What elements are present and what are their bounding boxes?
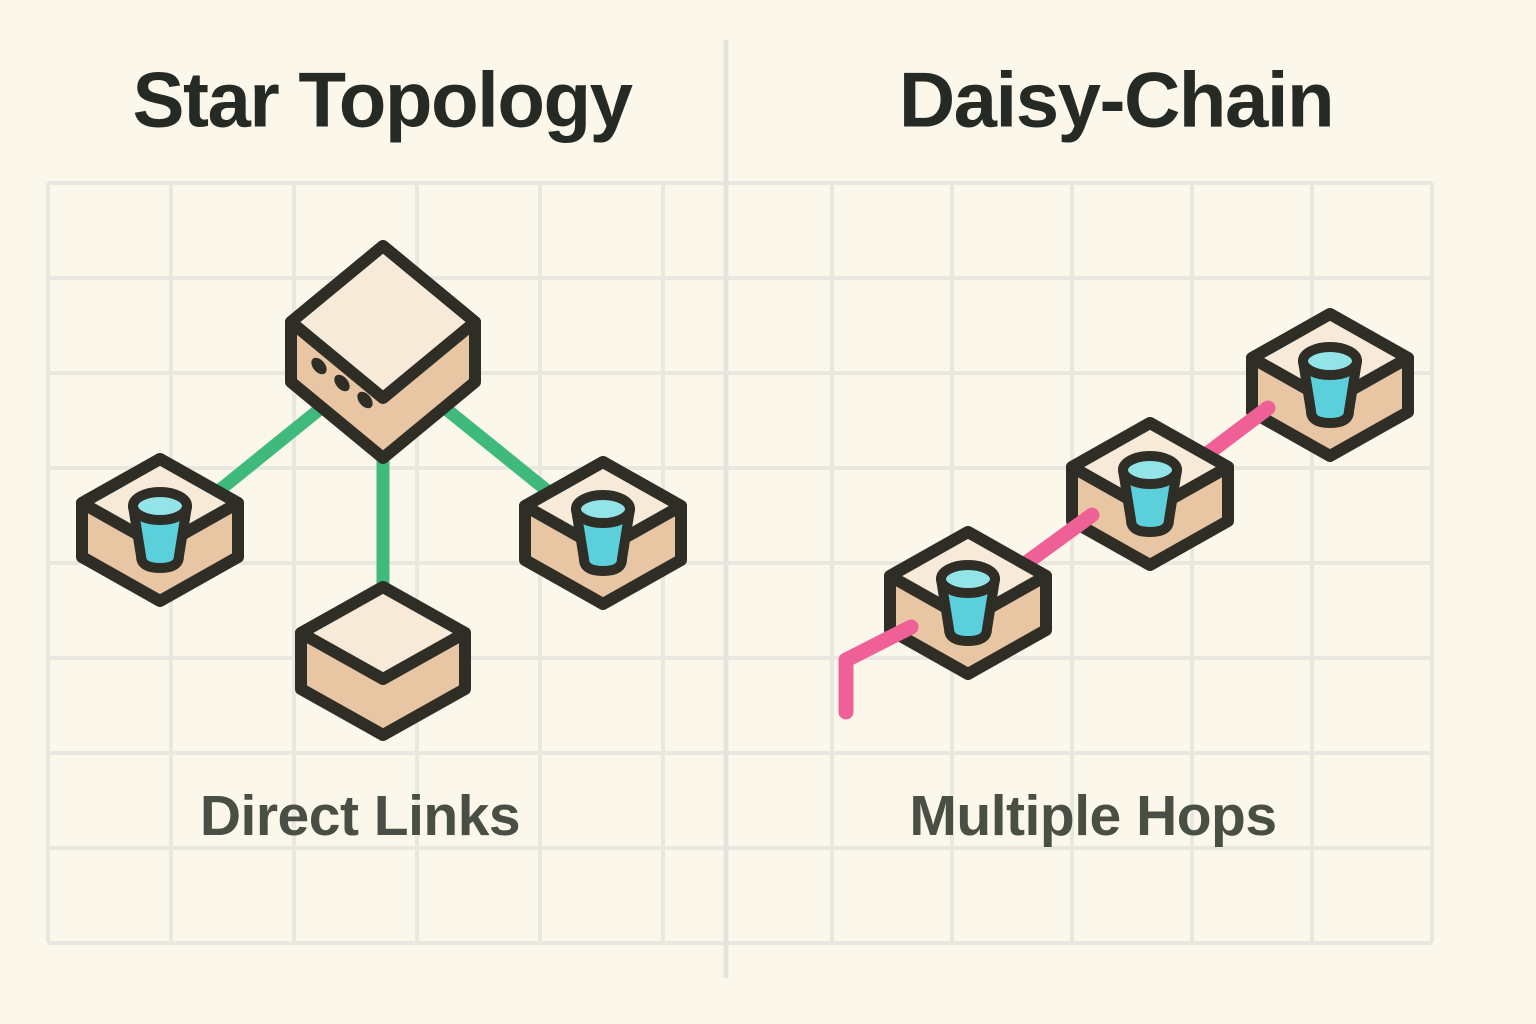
chain-link-tail xyxy=(838,619,919,720)
chain-device-2-icon xyxy=(1066,417,1234,571)
chain-device-3-icon xyxy=(1246,308,1414,462)
right-panel-caption: Multiple Hops xyxy=(909,784,1277,848)
port-cup-icon xyxy=(1298,342,1362,428)
star-device-right-icon xyxy=(519,456,687,610)
hub-status-dot xyxy=(357,391,373,409)
port-cup-icon xyxy=(128,487,192,573)
right-panel-title: Daisy-Chain xyxy=(898,55,1335,144)
star-device-left-icon xyxy=(76,453,244,607)
hub-status-dot xyxy=(311,357,327,375)
left-panel-caption: Direct Links xyxy=(199,784,521,848)
hub-status-dot xyxy=(334,374,350,392)
hub-device-icon xyxy=(285,240,481,464)
port-cup-icon xyxy=(1118,451,1182,537)
star-device-bottom-icon xyxy=(295,581,471,741)
port-cup-icon xyxy=(936,560,1000,646)
star-link-right xyxy=(423,389,557,500)
left-panel-title: Star Topology xyxy=(132,55,633,144)
chain-device-1-icon xyxy=(884,526,1052,680)
star-link-left xyxy=(209,389,343,500)
port-cup-icon xyxy=(571,490,635,576)
